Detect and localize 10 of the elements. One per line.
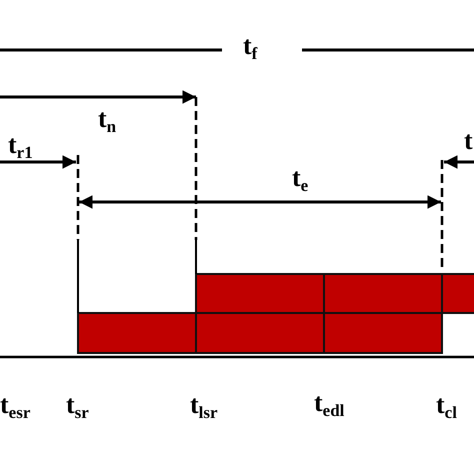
time-label: t$_{cl}$ <box>436 392 457 418</box>
time-label: t$_{lsr}$ <box>190 392 218 418</box>
time-label: t$_{edl}$ <box>314 390 344 416</box>
time-label: t$_{f}$ <box>243 33 258 59</box>
time-label: t$_{r1}$ <box>8 132 33 158</box>
time-label: t$_{e}$ <box>292 165 308 191</box>
time-label: t$_{esr}$ <box>0 392 30 418</box>
time-label: t <box>464 128 473 154</box>
time-label: t$_{n}$ <box>98 106 116 132</box>
time-label: t$_{sr}$ <box>66 392 89 418</box>
